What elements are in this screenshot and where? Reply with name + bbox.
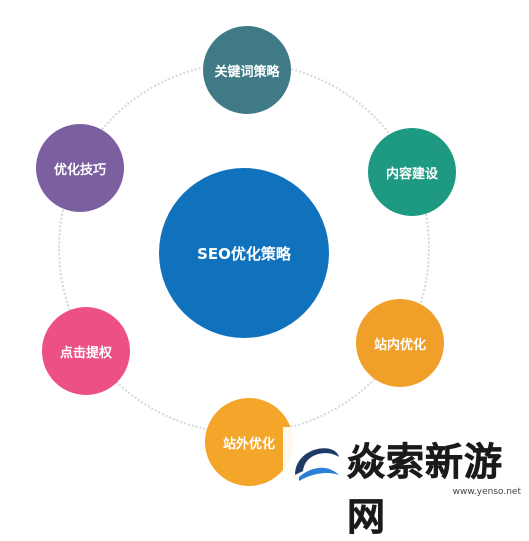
center-node-seo-strategy: SEO优化策略 (159, 168, 329, 338)
site-logo-icon (295, 448, 339, 481)
node-label: 关键词策略 (214, 64, 280, 80)
node-label: 优化技巧 (53, 162, 106, 178)
node-label: 点击提权 (59, 345, 112, 361)
node-optimization-tips: 优化技巧 (36, 124, 124, 212)
watermark-url: www.yenso.net (452, 487, 521, 497)
node-onsite-optimization: 站内优化 (356, 299, 444, 387)
node-label: 内容建设 (385, 166, 438, 182)
node-content-building: 内容建设 (368, 128, 456, 216)
node-keyword-strategy: 关键词策略 (203, 26, 291, 114)
node-offsite-optimization: 站外优化 (205, 398, 293, 486)
node-label: 站内优化 (373, 337, 426, 353)
watermark-title: 焱索新游网 (347, 440, 504, 540)
center-label: SEO优化策略 (197, 244, 291, 263)
node-label: 站外优化 (222, 436, 275, 452)
node-click-ranking: 点击提权 (42, 307, 130, 395)
seo-strategy-diagram: 关键词策略 内容建设 站内优化 站外优化 点击提权 优化技巧 SEO优化策略 (36, 26, 456, 486)
watermark: 焱索新游网 www.yenso.net (283, 427, 529, 539)
